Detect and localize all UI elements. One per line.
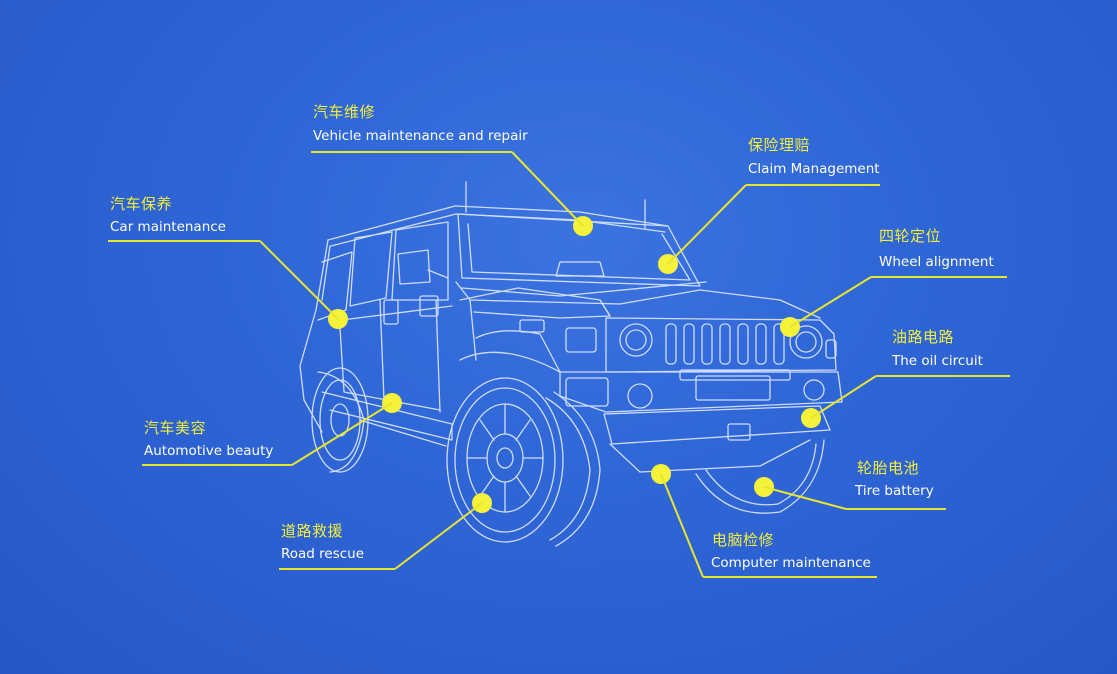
label-en: Road rescue bbox=[281, 546, 365, 562]
label-en: Claim Management bbox=[748, 161, 880, 177]
leader-line bbox=[746, 184, 880, 186]
label-cn: 四轮定位 bbox=[879, 227, 942, 245]
hotspot-dot[interactable] bbox=[328, 309, 348, 329]
label-en: The oil circuit bbox=[892, 353, 983, 369]
leader-line bbox=[703, 576, 877, 578]
leader-line bbox=[846, 508, 946, 510]
hotspot-dot[interactable] bbox=[780, 317, 800, 337]
leader-line bbox=[876, 375, 1010, 377]
hotspot-dot[interactable] bbox=[651, 464, 671, 484]
label-cn: 汽车维修 bbox=[313, 103, 376, 121]
leader-line bbox=[311, 151, 512, 153]
label-en: Vehicle maintenance and repair bbox=[313, 128, 528, 144]
label-en: Automotive beauty bbox=[144, 443, 274, 459]
label-cn: 汽车美容 bbox=[144, 419, 207, 437]
label-en: Wheel alignment bbox=[879, 254, 994, 270]
label-cn: 电脑检修 bbox=[712, 531, 775, 549]
label-cn: 道路救援 bbox=[281, 522, 344, 540]
leader-line bbox=[871, 276, 1007, 278]
leader-line bbox=[279, 568, 395, 570]
label-cn: 油路电路 bbox=[892, 328, 955, 346]
label-cn: 汽车保养 bbox=[110, 195, 173, 213]
hotspot-dot[interactable] bbox=[754, 477, 774, 497]
label-en: Tire battery bbox=[855, 483, 934, 499]
label-en: Car maintenance bbox=[110, 219, 226, 235]
label-cn: 保险理赔 bbox=[748, 136, 811, 154]
hotspot-dot[interactable] bbox=[658, 254, 678, 274]
leader-line bbox=[108, 240, 260, 242]
leader-line bbox=[142, 464, 292, 466]
hotspot-dot[interactable] bbox=[573, 216, 593, 236]
hotspot-dot[interactable] bbox=[382, 393, 402, 413]
label-cn: 轮胎电池 bbox=[857, 459, 920, 477]
hotspot-dot[interactable] bbox=[801, 408, 821, 428]
label-en: Computer maintenance bbox=[711, 555, 871, 571]
hotspot-dot[interactable] bbox=[472, 493, 492, 513]
